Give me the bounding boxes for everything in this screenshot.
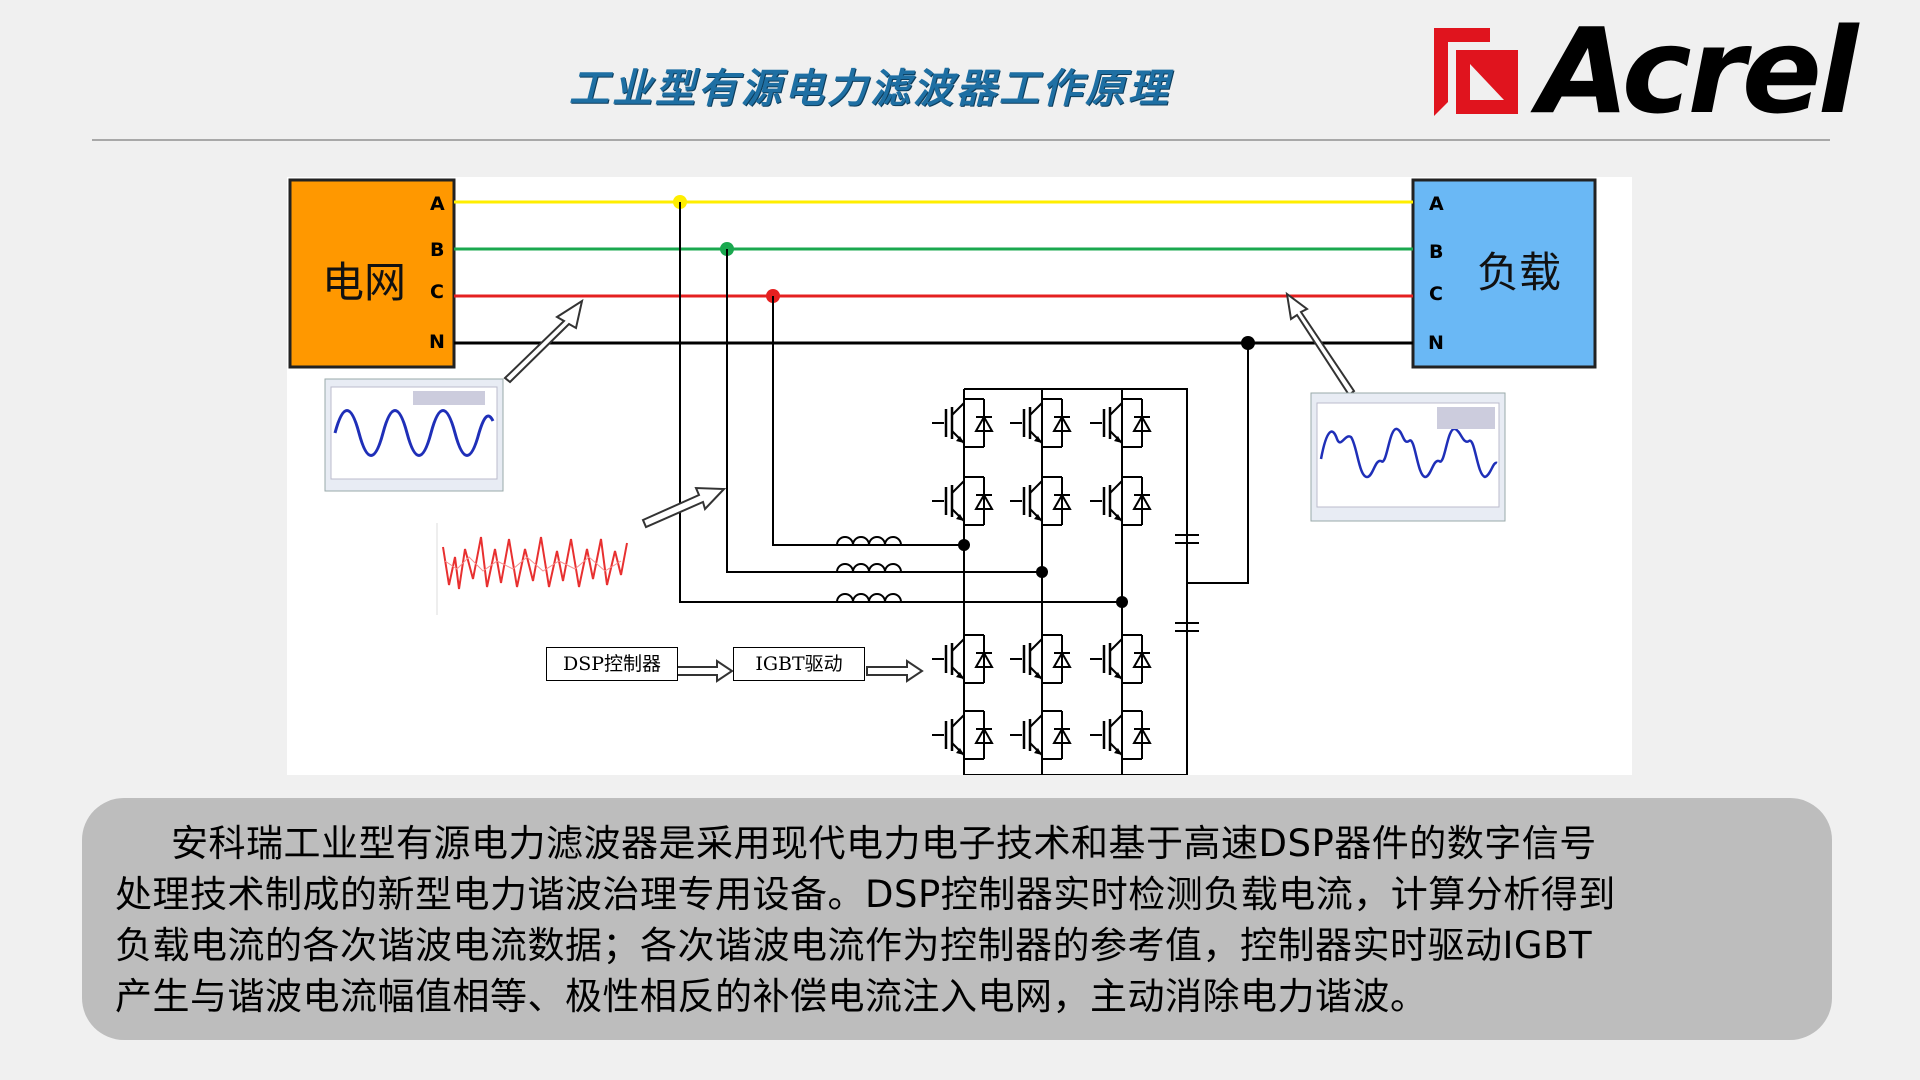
- description-line: 安科瑞工业型有源电力滤波器是采用现代电力电子技术和基于高速DSP器件的数字信号: [171, 822, 1597, 865]
- load-label: 负载: [1477, 248, 1562, 297]
- description-panel: [82, 798, 1832, 1040]
- grid-phase-a: A: [430, 193, 445, 215]
- circuit-svg: [288, 178, 1597, 775]
- acrel-logo-icon: [1434, 28, 1518, 116]
- grid-label: 电网: [322, 258, 407, 307]
- description-line: 处理技术制成的新型电力谐波治理专用设备。DSP控制器实时检测负载电流，计算分析得…: [115, 873, 1616, 916]
- dsp-controller-box: DSP控制器: [546, 647, 678, 681]
- description-text: 安科瑞工业型有源电力滤波器是采用现代电力电子技术和基于高速DSP器件的数字信号 …: [115, 818, 1815, 1022]
- grid-phase-c: C: [430, 281, 444, 303]
- acrel-logo-text: Acrel: [1538, 2, 1858, 140]
- grid-phase-n: N: [429, 331, 445, 353]
- header-divider: [92, 139, 1830, 141]
- load-phase-b: B: [1429, 241, 1444, 263]
- load-phase-c: C: [1429, 283, 1443, 305]
- description-line: 产生与谐波电流幅值相等、极性相反的补偿电流注入电网，主动消除电力谐波。: [115, 975, 1428, 1018]
- load-phase-a: A: [1429, 193, 1444, 215]
- igbt-driver-box: IGBT驱动: [733, 647, 865, 681]
- grid-phase-b: B: [430, 239, 445, 261]
- load-current-waveform: [1310, 392, 1506, 522]
- harmonic-current-waveform: [436, 523, 628, 615]
- load-phase-n: N: [1428, 332, 1444, 354]
- apf-circuit-diagram: 电网 负载 A B C N A B C N DSP控制器 IGBT驱动: [287, 177, 1632, 775]
- grid-voltage-waveform: [324, 378, 504, 492]
- description-line: 负载电流的各次谐波电流数据；各次谐波电流作为控制器的参考值，控制器实时驱动IGB…: [115, 924, 1593, 967]
- page-title: 工业型有源电力滤波器工作原理: [569, 66, 1171, 112]
